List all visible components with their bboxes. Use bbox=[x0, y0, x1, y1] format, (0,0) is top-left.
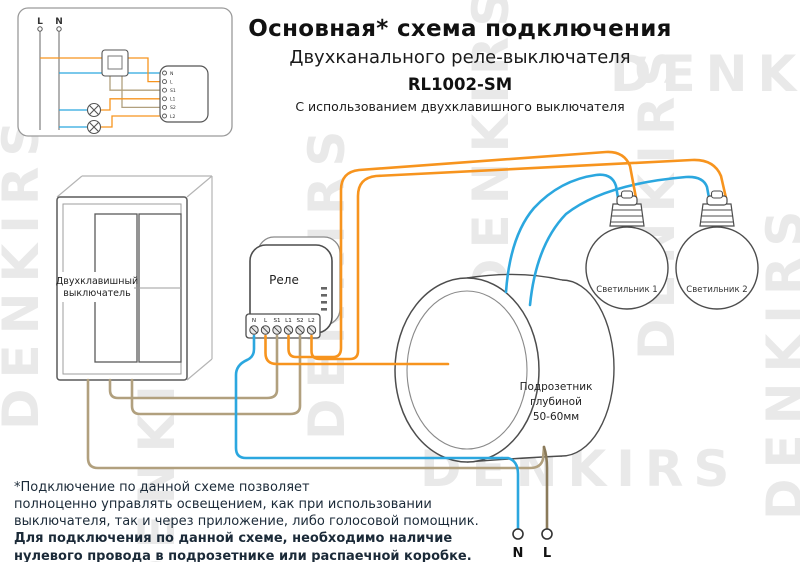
wire-lamp1-line bbox=[287, 150, 638, 359]
footnote-line3: выключателя, так и через приложение, либ… bbox=[14, 514, 479, 530]
lamp-1: Светильник 1 bbox=[585, 190, 669, 310]
box-inner-rim bbox=[406, 290, 528, 450]
inset-l-terminal bbox=[37, 26, 43, 32]
relay-terminal-block: N L S1 L1 S2 L2 bbox=[245, 313, 321, 339]
lamp2-base bbox=[699, 203, 735, 227]
junction-box: Подрозетник глубиной 50-60мм bbox=[394, 273, 615, 463]
inset-term-l: L bbox=[170, 79, 173, 85]
page-title: Основная* схема подключения bbox=[248, 16, 672, 42]
wire-lamp2-line bbox=[310, 158, 728, 361]
lamp1-label: Светильник 1 bbox=[596, 285, 657, 295]
term-label-l: L bbox=[264, 318, 268, 324]
inset-switch bbox=[101, 49, 129, 77]
supply-n-label: N bbox=[513, 546, 524, 561]
box-label-line1: Подрозетник bbox=[520, 381, 593, 393]
inset-wires bbox=[40, 57, 164, 128]
switch-label-bg bbox=[60, 272, 134, 302]
footnote-bold-line1: Для подключения по данной схеме, необход… bbox=[14, 531, 453, 547]
lamp2-glass bbox=[675, 226, 759, 310]
wire-lamp1-neutral bbox=[504, 173, 620, 294]
lamp1-tip bbox=[620, 190, 634, 199]
wire-switch-s1 bbox=[108, 334, 279, 400]
inset-l-label: L bbox=[37, 17, 43, 27]
footnote-line1: *Подключение по данной схеме позволяет bbox=[14, 480, 310, 495]
lamp1-base bbox=[609, 203, 645, 227]
wall-switch: Двухклавишный выключатель bbox=[56, 175, 213, 381]
inset-term-l2: L2 bbox=[170, 114, 176, 120]
inset-relay: N L S1 L1 S2 L2 bbox=[159, 65, 209, 123]
wire-lamp2-neutral bbox=[528, 175, 711, 307]
footnote-bold-line2: нулевого провода в подрозетнике или расп… bbox=[14, 548, 472, 562]
switch-label-line1: Двухклавишный bbox=[56, 276, 138, 287]
box-label-line2: глубиной bbox=[530, 396, 582, 408]
supply-l-terminal bbox=[541, 528, 553, 540]
lamp1-threads bbox=[610, 209, 644, 223]
term-label-s1: S1 bbox=[273, 318, 281, 324]
watermark-text: DENKIRS bbox=[610, 45, 800, 103]
lamp-2: Светильник 2 bbox=[675, 190, 759, 310]
inset-wire-s2 bbox=[121, 76, 164, 109]
lamp2-tip bbox=[710, 190, 724, 199]
term-label-l1: L1 bbox=[285, 318, 292, 324]
title-block: Основная* схема подключения Двухканально… bbox=[238, 16, 682, 114]
terminal-screw-slots bbox=[250, 326, 315, 334]
box-front-rim bbox=[394, 277, 540, 463]
supply-terminals: N L bbox=[512, 528, 553, 561]
lamp2-threads bbox=[700, 209, 734, 223]
wire-switch-s2 bbox=[130, 334, 302, 416]
inset-n-label: N bbox=[55, 17, 63, 27]
inset-term-n: N bbox=[170, 71, 173, 77]
term-label-s2: S2 bbox=[296, 318, 303, 324]
inset-wire-s1 bbox=[109, 76, 164, 91]
switch-label-line2: выключатель bbox=[63, 288, 131, 299]
inset-lamps bbox=[86, 102, 102, 135]
wiring bbox=[86, 150, 728, 531]
inset-term-s1: S1 bbox=[170, 88, 176, 94]
inset-wire-lamp2 bbox=[100, 115, 164, 128]
term-label-l2: L2 bbox=[308, 318, 315, 324]
page-subtitle: Двухканального реле-выключателя bbox=[289, 47, 631, 68]
inset-schematic: L N bbox=[17, 7, 233, 137]
footnote: *Подключение по данной схеме позволяет п… bbox=[14, 479, 514, 562]
relay-module: Реле bbox=[249, 236, 341, 334]
model-number: RL1002-SM bbox=[407, 75, 513, 94]
inset-term-l1: L1 bbox=[170, 97, 176, 103]
relay-vents bbox=[321, 287, 327, 311]
inset-wire-line-to-relay bbox=[128, 57, 164, 83]
supply-l-label: L bbox=[543, 546, 551, 561]
switch-perspective-lines bbox=[56, 175, 213, 381]
box-label-line3: 50-60мм bbox=[533, 411, 579, 423]
wire-supply-line bbox=[542, 445, 549, 531]
lamp1-glass bbox=[585, 226, 669, 310]
relay-label: Реле bbox=[269, 273, 299, 287]
inset-term-s2: S2 bbox=[170, 105, 176, 111]
wire-relay-neutral bbox=[234, 334, 504, 460]
inset-n-terminal bbox=[56, 26, 62, 32]
wire-relay-line-in bbox=[264, 334, 450, 366]
title-note: С использованием двухклавишного выключат… bbox=[295, 99, 625, 114]
lamp2-label: Светильник 2 bbox=[686, 285, 747, 295]
wire-switch-line-feed bbox=[86, 378, 546, 470]
wire-supply-neutral bbox=[500, 456, 520, 531]
supply-n-terminal bbox=[512, 528, 524, 540]
footnote-line2: полноценно управлять освещением, как при… bbox=[14, 497, 432, 513]
term-label-n: N bbox=[252, 318, 256, 324]
inset-wire-lamp1 bbox=[100, 98, 164, 111]
